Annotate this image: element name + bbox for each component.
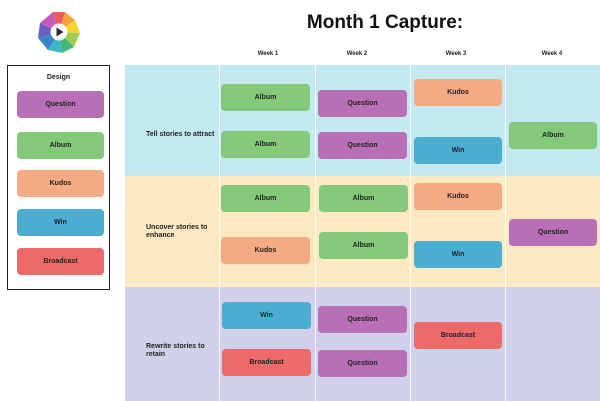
card-attract-week1-album: Album — [221, 131, 310, 158]
column-header-week-3: Week 3 — [445, 51, 467, 57]
logo — [38, 12, 80, 53]
column-divider — [410, 65, 411, 401]
column-header-week-4: Week 4 — [541, 51, 563, 57]
legend-item-question: Question — [17, 91, 104, 118]
card-enhance-week3-win: Win — [414, 241, 502, 268]
card-retain-week2-question: Question — [318, 306, 407, 333]
card-attract-week2-question: Question — [318, 90, 407, 117]
column-divider — [505, 65, 506, 401]
row-label-attract: Tell stories to attract — [146, 131, 215, 138]
legend-item-album: Album — [17, 132, 104, 159]
legend-panel: Design Question Album Kudos Win Broadcas… — [7, 65, 110, 290]
column-header-week-1: Week 1 — [257, 51, 279, 57]
legend-item-kudos: Kudos — [17, 170, 104, 197]
card-enhance-week3-kudos: Kudos — [414, 183, 502, 210]
play-icon — [56, 27, 64, 37]
card-attract-week1-album: Album — [221, 84, 310, 111]
card-attract-week4-album: Album — [509, 122, 597, 149]
card-attract-week3-win: Win — [414, 137, 502, 164]
row-label-enhance: Uncover stories to enhance — [146, 224, 208, 239]
card-retain-week1-broadcast: Broadcast — [222, 349, 311, 376]
card-enhance-week1-album: Album — [221, 185, 310, 212]
column-header-week-2: Week 2 — [346, 51, 368, 57]
column-divider — [219, 65, 220, 401]
row-label-retain: Rewrite stories to retain — [146, 343, 205, 358]
card-attract-week2-question: Question — [318, 132, 407, 159]
card-enhance-week1-kudos: Kudos — [221, 237, 310, 264]
legend-item-broadcast: Broadcast — [17, 248, 104, 275]
card-retain-week1-win: Win — [222, 302, 311, 329]
page-title: Month 1 Capture: — [306, 12, 464, 33]
column-divider — [315, 65, 316, 401]
legend-item-win: Win — [17, 209, 104, 236]
card-retain-week2-question: Question — [318, 350, 407, 377]
row-band-attract — [125, 65, 600, 176]
card-enhance-week2-album: Album — [319, 185, 408, 212]
card-enhance-week2-album: Album — [319, 232, 408, 259]
card-retain-week3-broadcast: Broadcast — [414, 322, 502, 349]
legend-title: Design — [46, 74, 71, 81]
card-enhance-week4-question: Question — [509, 219, 597, 246]
card-attract-week3-kudos: Kudos — [414, 79, 502, 106]
